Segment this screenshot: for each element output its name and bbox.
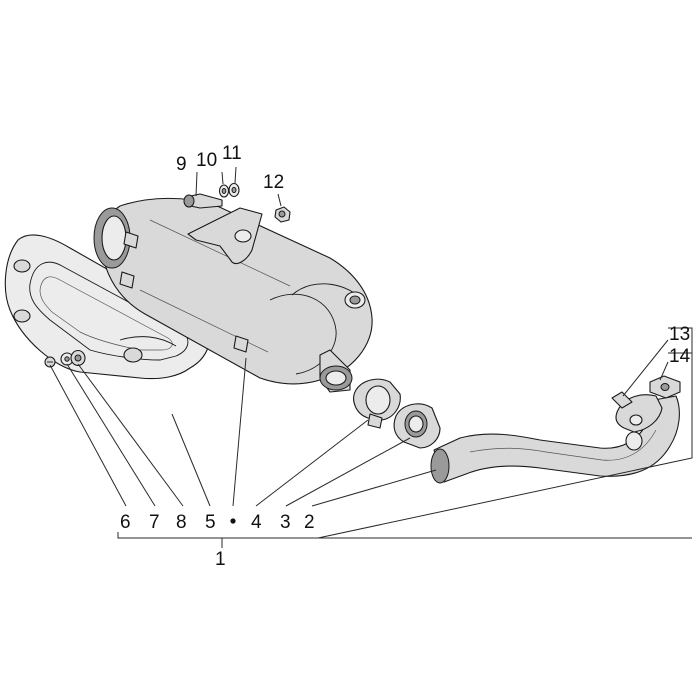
reference-dot xyxy=(230,518,236,524)
sleeve-3 xyxy=(393,403,441,449)
callout-11: 11 xyxy=(222,143,242,164)
clamp-4 xyxy=(353,378,401,429)
callout-14: 14 xyxy=(669,346,691,367)
washer-7 xyxy=(60,352,74,366)
nut-12 xyxy=(274,206,291,223)
heat-shield xyxy=(4,234,210,380)
callout-10: 10 xyxy=(196,150,217,171)
washer-11 xyxy=(228,182,240,198)
grommet-8 xyxy=(70,349,86,367)
callout-1: 1 xyxy=(215,549,226,570)
callout-3: 3 xyxy=(280,512,291,533)
callout-12: 12 xyxy=(263,172,284,193)
callout-13: 13 xyxy=(669,324,690,345)
mounting-bolt-9 xyxy=(183,193,223,209)
callout-4: 4 xyxy=(251,512,262,533)
callout-labels: 1 2 3 4 5 6 7 8 9 10 11 12 13 14 xyxy=(120,143,691,570)
leader-lines xyxy=(49,166,693,548)
callout-6: 6 xyxy=(120,512,131,533)
screw-6 xyxy=(44,356,56,368)
callout-9: 9 xyxy=(176,154,187,175)
exhaust-pipe-2 xyxy=(430,375,681,484)
callout-2: 2 xyxy=(304,512,315,533)
callout-5: 5 xyxy=(205,512,216,533)
callout-8: 8 xyxy=(176,512,187,533)
washer-10 xyxy=(218,184,230,198)
muffler xyxy=(93,197,373,393)
callout-7: 7 xyxy=(149,512,160,533)
